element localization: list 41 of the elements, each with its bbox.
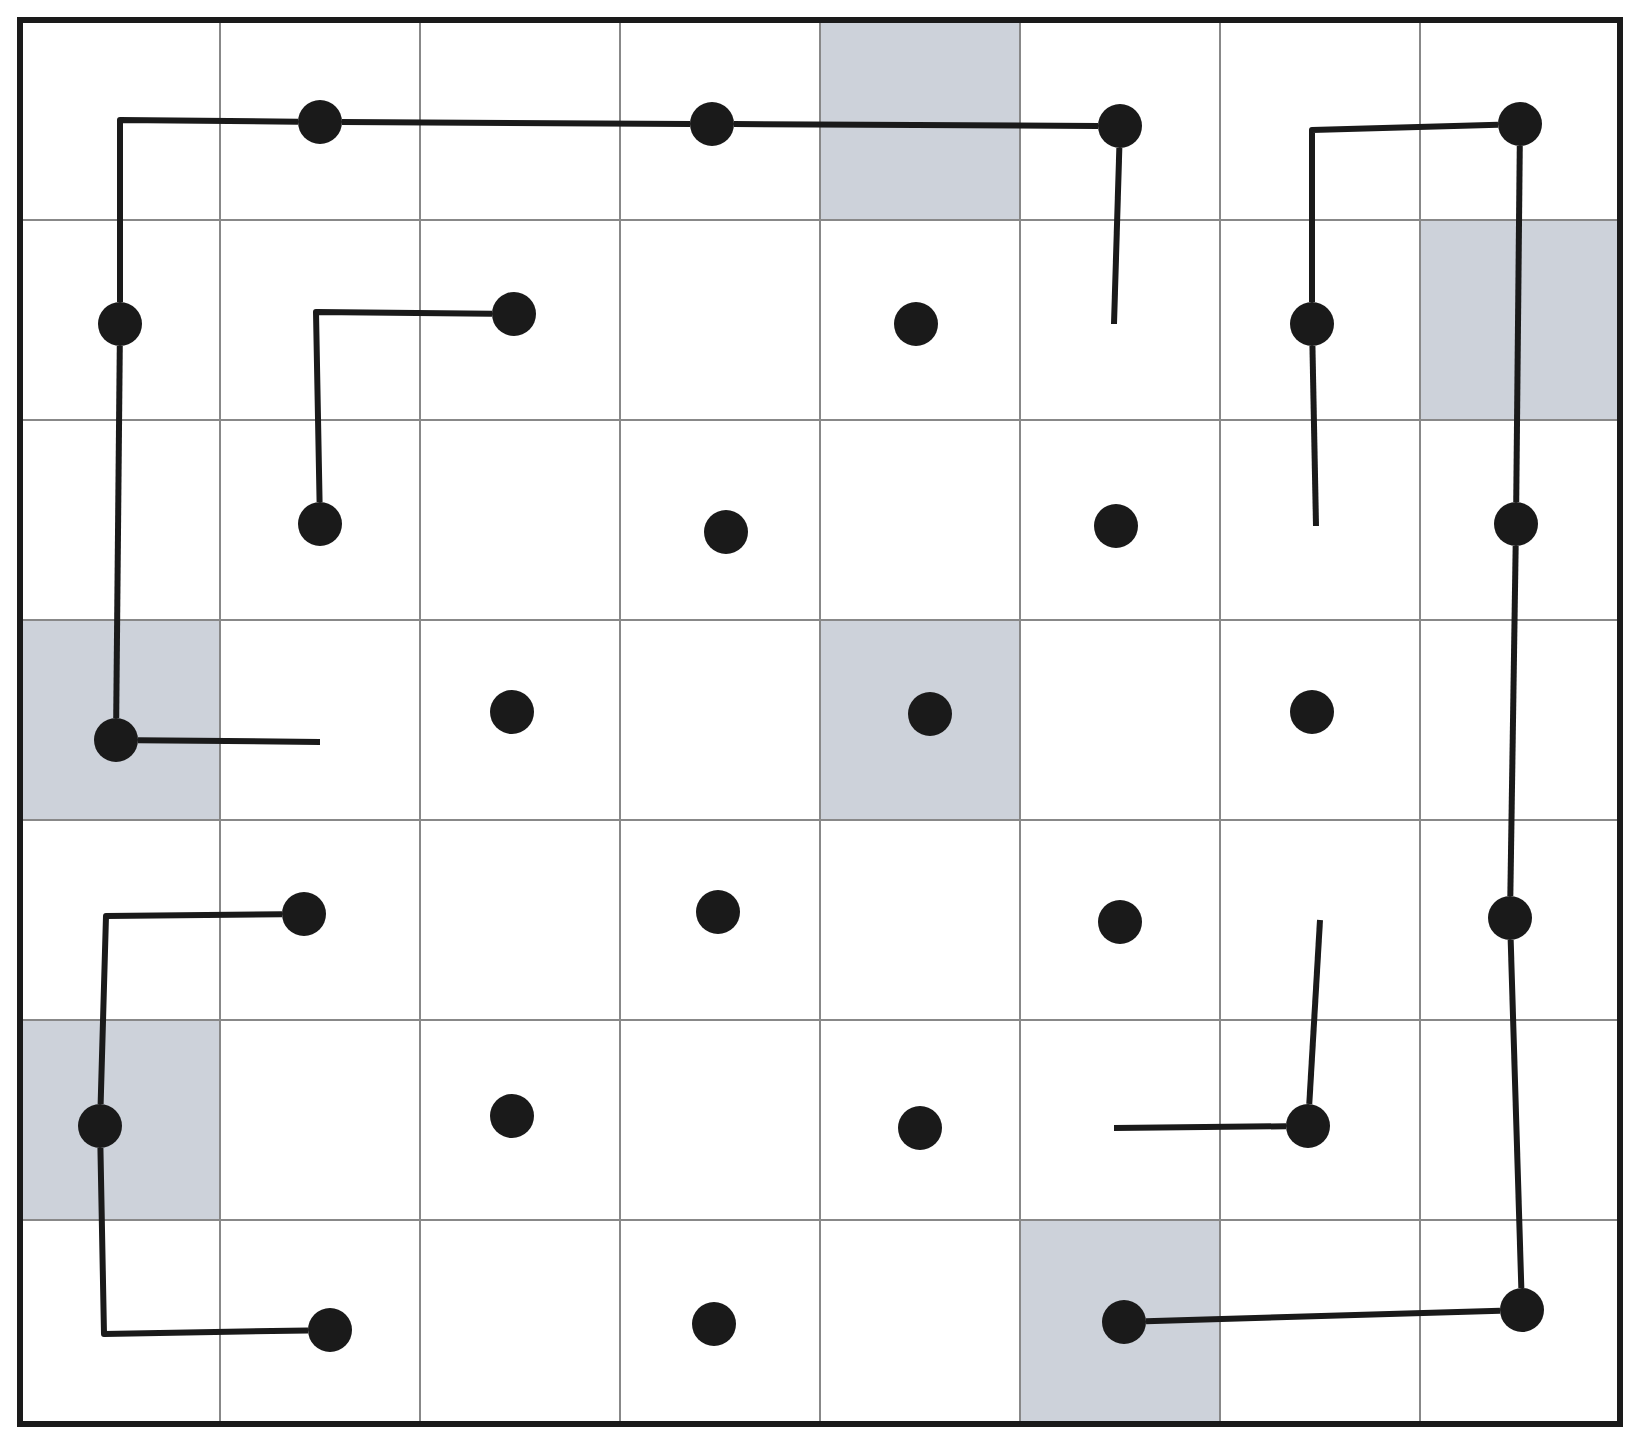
dot (98, 302, 142, 346)
dot (1498, 102, 1542, 146)
dot (282, 892, 326, 936)
connector-line (1309, 121, 1499, 302)
dot (492, 292, 536, 336)
dot (1488, 896, 1532, 940)
dot (1494, 502, 1538, 546)
dot (692, 1302, 736, 1346)
dot (898, 1106, 942, 1150)
dot (1094, 504, 1138, 548)
dot (298, 100, 342, 144)
dot (1098, 900, 1142, 944)
connector-line (113, 345, 123, 719)
dot (1500, 1288, 1544, 1332)
dot (298, 502, 342, 546)
connector-line (1306, 919, 1323, 1105)
dot (1098, 104, 1142, 148)
connector-line (1513, 145, 1523, 503)
dot (690, 102, 734, 146)
dot (490, 690, 534, 734)
connector-line (97, 1147, 309, 1337)
dot (696, 890, 740, 934)
connector-line (1507, 545, 1519, 897)
connector-line (1111, 147, 1123, 325)
connector-line (734, 121, 1098, 129)
dot (1286, 1104, 1330, 1148)
connector-line (1309, 345, 1319, 527)
connector-line (1145, 1307, 1501, 1325)
dot (704, 510, 748, 554)
dot (1290, 690, 1334, 734)
connector-line (1113, 1123, 1287, 1131)
dot (894, 302, 938, 346)
connector-line (117, 117, 299, 302)
connector-line (313, 309, 493, 503)
connector-line (137, 737, 321, 745)
connector-line (342, 119, 690, 127)
connector-line (1507, 939, 1525, 1289)
dot (1290, 302, 1334, 346)
connector-line (97, 911, 283, 1105)
dot (308, 1308, 352, 1352)
dot (490, 1094, 534, 1138)
